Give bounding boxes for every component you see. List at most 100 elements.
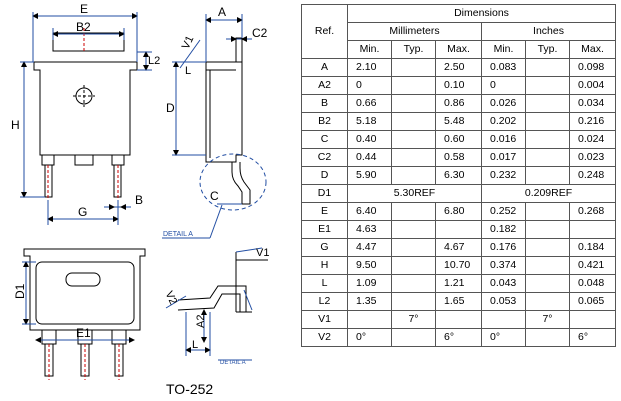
- ref-cell: B: [301, 94, 348, 113]
- mm-max-cell: 1.65: [435, 292, 482, 311]
- in-max-cell: 0.216: [569, 112, 616, 131]
- label-V2: V2: [163, 289, 180, 306]
- in-max-cell: 0.421: [569, 256, 616, 275]
- mm-min-cell: 0.44: [347, 148, 392, 167]
- in-max-cell: 0.065: [569, 292, 616, 311]
- sub-header: Max.: [435, 40, 482, 59]
- ref-cell: B2: [301, 112, 348, 131]
- in-typ-cell: [525, 256, 570, 275]
- mm-typ-cell: [391, 166, 436, 185]
- in-typ-cell: [525, 166, 570, 185]
- in-max-cell: [569, 310, 616, 329]
- label-detail-a-small: DETAIL A: [220, 360, 246, 366]
- label-L: L: [185, 65, 191, 77]
- mm-max-cell: 0.86: [435, 94, 482, 113]
- package-outline-drawing: E B2 L2 H G B A C2 V1 L D C DETAIL A D1 …: [11, 2, 269, 380]
- mm-max-cell: 6.30: [435, 166, 482, 185]
- mm-min-cell: 0: [347, 76, 392, 95]
- mm-typ-cell: [391, 76, 436, 95]
- mm-max-cell: 1.21: [435, 274, 482, 293]
- mm-max-cell: 4.67: [435, 238, 482, 257]
- mm-typ-cell: [391, 274, 436, 293]
- in-min-cell: 0.176: [481, 238, 526, 257]
- in-typ-cell: [525, 292, 570, 311]
- sub-header: Max.: [569, 40, 616, 59]
- in-typ-cell: [525, 94, 570, 113]
- mm-typ-cell: [391, 112, 436, 131]
- in-typ-cell: [525, 220, 570, 239]
- in-max-cell: 0.248: [569, 166, 616, 185]
- in-typ-cell: [525, 328, 570, 347]
- dim-E: [20, 12, 152, 225]
- ref-cell: A: [301, 58, 348, 77]
- mm-max-cell: [435, 310, 482, 329]
- mm-typ-cell: [391, 292, 436, 311]
- in-min-cell: 0.182: [481, 220, 526, 239]
- mm-typ-cell: [391, 58, 436, 77]
- in-max-cell: 0.023: [569, 148, 616, 167]
- in-min-cell: 0.252: [481, 202, 526, 221]
- in-min-cell: 0.043: [481, 274, 526, 293]
- ref-cell: V2: [301, 328, 348, 347]
- bottom-view: [23, 248, 146, 377]
- detail-a-circle: [199, 153, 267, 211]
- label-C2: C2: [252, 26, 268, 40]
- sub-header: Min.: [347, 40, 392, 59]
- ref-cell: D1: [301, 184, 348, 203]
- mm-max-cell: 6°: [435, 328, 482, 347]
- label-B2: B2: [76, 20, 91, 34]
- mm-max-cell: [435, 220, 482, 239]
- label-A: A: [218, 5, 226, 19]
- in-min-cell: 0.053: [481, 292, 526, 311]
- in-max-cell: 0.004: [569, 76, 616, 95]
- mm-ref-cell: 5.30REF: [347, 184, 482, 203]
- mm-min-cell: 5.18: [347, 112, 392, 131]
- mm-typ-cell: 7°: [391, 310, 436, 329]
- mm-typ-cell: [391, 238, 436, 257]
- label-B: B: [135, 193, 143, 207]
- mm-typ-cell: [391, 94, 436, 113]
- in-min-cell: 0.026: [481, 94, 526, 113]
- ref-cell: A2: [301, 76, 348, 95]
- top-view: [33, 32, 138, 198]
- package-caption: TO-252: [166, 381, 214, 397]
- in-min-cell: 0.083: [481, 58, 526, 77]
- mm-min-cell: 1.09: [347, 274, 392, 293]
- mm-max-cell: 6.80: [435, 202, 482, 221]
- mm-typ-cell: [391, 220, 436, 239]
- label-L-detail: L: [192, 339, 198, 351]
- mm-typ-cell: [391, 148, 436, 167]
- label-G: G: [78, 205, 87, 219]
- in-min-cell: 0.202: [481, 112, 526, 131]
- ref-cell: L2: [301, 292, 348, 311]
- label-C: C: [210, 189, 219, 203]
- in-max-cell: 0.098: [569, 58, 616, 77]
- mm-min-cell: 0.40: [347, 130, 392, 149]
- ref-cell: D: [301, 166, 348, 185]
- in-min-cell: 0°: [481, 328, 526, 347]
- mm-min-cell: 0.66: [347, 94, 392, 113]
- mm-min-cell: 1.35: [347, 292, 392, 311]
- label-L2: L2: [148, 55, 160, 67]
- in-typ-cell: [525, 148, 570, 167]
- ref-cell: L: [301, 274, 348, 293]
- in-min-cell: 0: [481, 76, 526, 95]
- mm-min-cell: [347, 310, 392, 329]
- label-detail-a: DETAIL A: [163, 231, 193, 238]
- detail-a-view: [177, 252, 268, 313]
- mm-min-cell: 4.63: [347, 220, 392, 239]
- ref-header: Ref.: [301, 4, 348, 59]
- in-min-cell: [481, 310, 526, 329]
- label-A2: A2: [195, 315, 207, 328]
